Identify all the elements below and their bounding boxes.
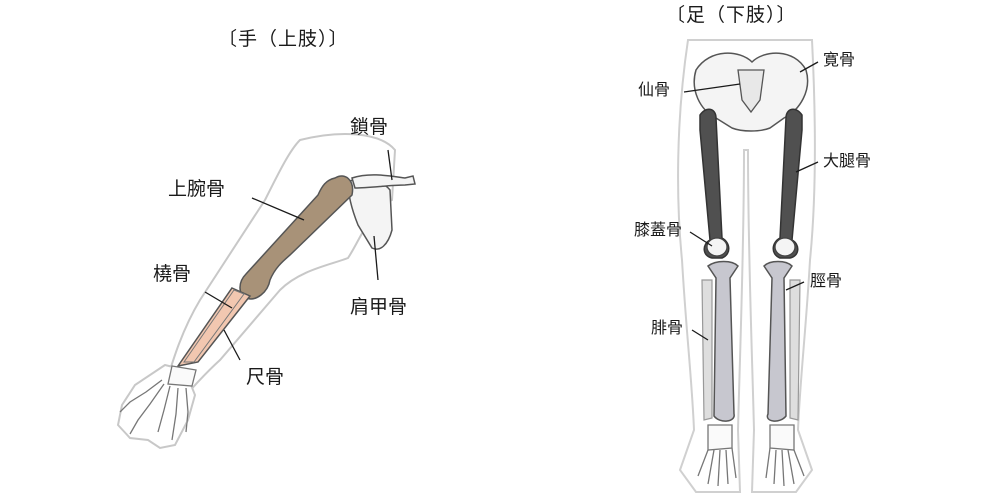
- leader-tibia: [785, 281, 805, 291]
- patella-right: [774, 237, 796, 257]
- sacrum-bone: [737, 69, 765, 114]
- leader-ulna: [223, 329, 241, 361]
- label-humerus: 上腕骨: [168, 178, 226, 200]
- tibia-right-bone: [763, 260, 793, 422]
- leg-title: 〔足（下肢）〕: [666, 4, 797, 26]
- leader-scapula: [373, 235, 379, 281]
- leader-humerus: [251, 197, 305, 221]
- label-ulna: 尺骨: [246, 366, 285, 388]
- fibula-right-bone: [789, 279, 801, 421]
- arm-illustration: [116, 133, 416, 450]
- label-hip-bone: 寛骨: [823, 50, 856, 69]
- leg-leader-lines: [683, 61, 819, 341]
- hand-outline: [116, 363, 197, 450]
- tibia-left-bone: [706, 260, 739, 422]
- leader-femur: [795, 161, 819, 173]
- radius-bone: [183, 289, 245, 363]
- label-femur: 大腿骨: [823, 151, 872, 170]
- leader-sacrum: [683, 83, 741, 93]
- leg-illustration: [677, 39, 819, 493]
- hand-bones: [119, 365, 197, 441]
- humerus-bone: [239, 175, 354, 300]
- clavicle-bone: [351, 174, 416, 189]
- label-scapula: 肩甲骨: [350, 296, 408, 318]
- label-radius: 橈骨: [153, 263, 192, 285]
- leader-patella: [689, 231, 713, 247]
- label-sacrum: 仙骨: [638, 80, 671, 99]
- label-clavicle: 鎖骨: [350, 116, 389, 138]
- arm-title: 〔手（上肢）〕: [218, 28, 349, 50]
- arm-leader-lines: [204, 149, 393, 361]
- label-fibula: 腓骨: [651, 318, 684, 337]
- femur-right-bone: [772, 108, 803, 259]
- femur-left-bone: [699, 108, 730, 259]
- leader-fibula: [691, 329, 709, 341]
- foot-bones: [697, 424, 805, 487]
- leader-radius: [204, 291, 233, 309]
- fibula-left-bone: [701, 279, 713, 421]
- leader-hip: [799, 61, 819, 73]
- patella-left: [706, 237, 728, 257]
- label-patella: 膝蓋骨: [634, 220, 683, 239]
- label-tibia: 脛骨: [810, 271, 843, 290]
- leader-clavicle: [387, 149, 393, 181]
